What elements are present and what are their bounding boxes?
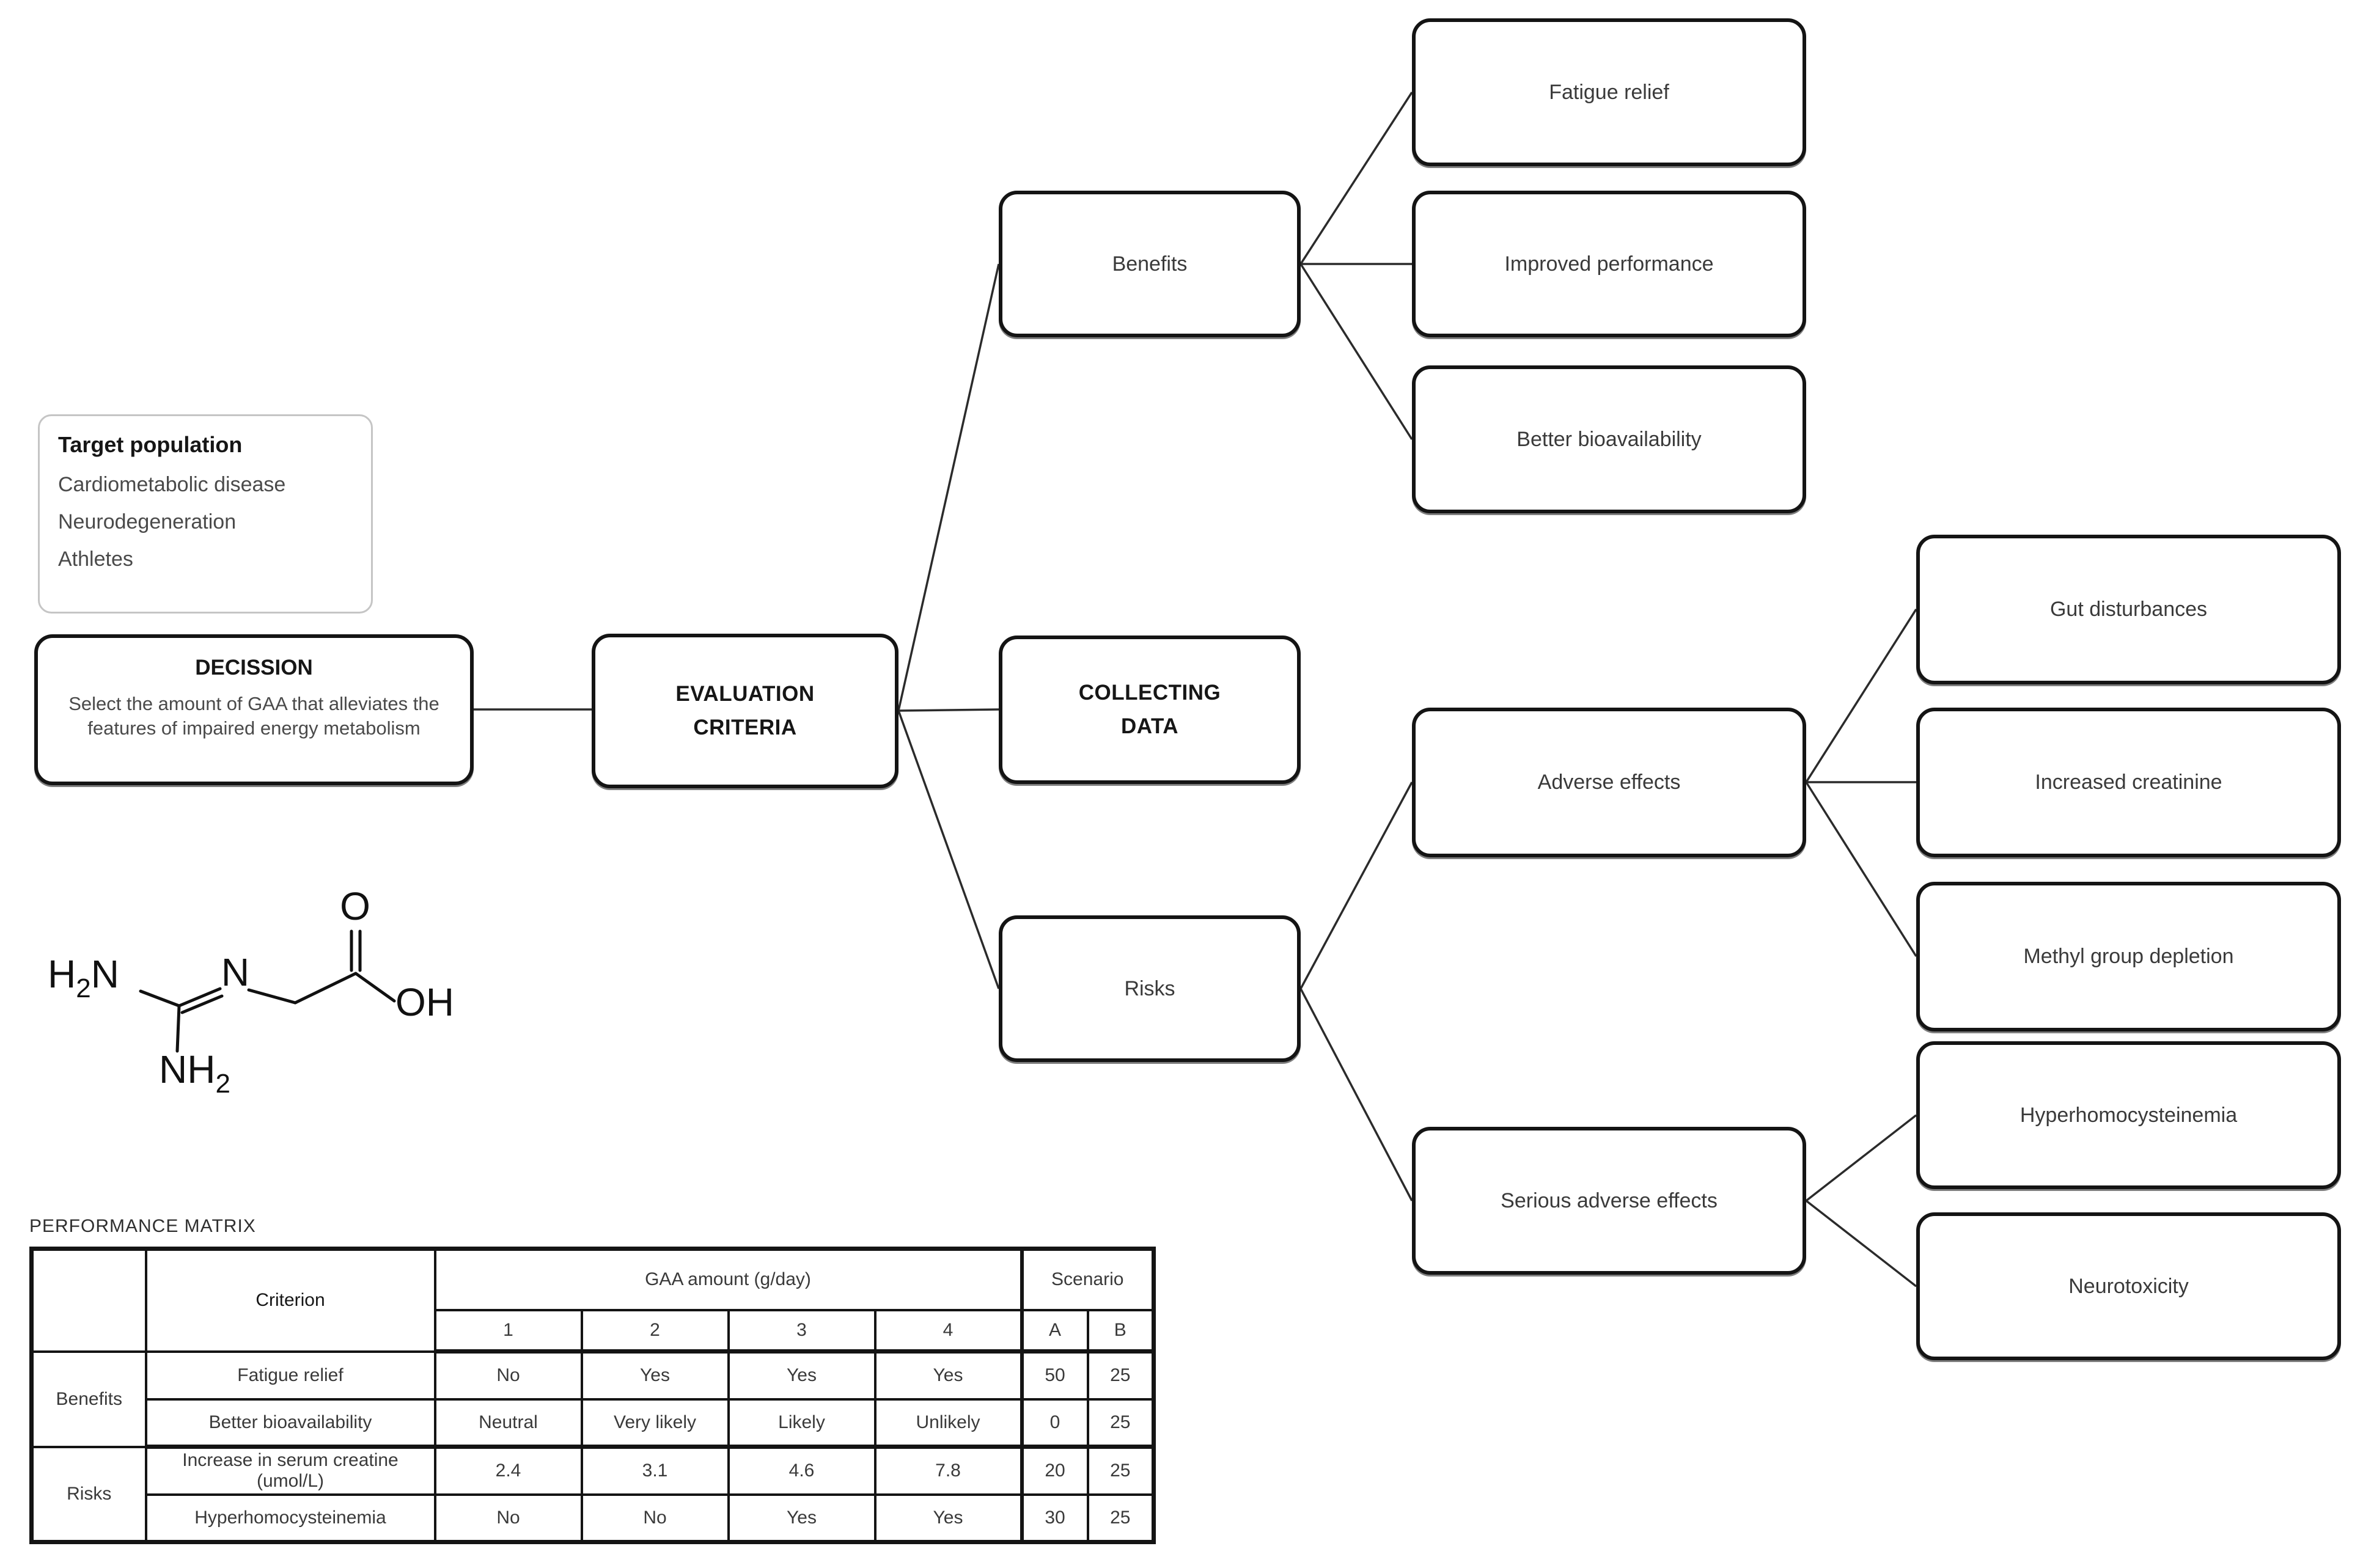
atom-label-h2n: H2N — [48, 952, 119, 1003]
decision-title: DECISSION — [195, 656, 313, 680]
matrix-value-cell: Neutral — [433, 1398, 583, 1449]
fatigue-relief-label: Fatigue relief — [1549, 80, 1669, 104]
matrix-value-cell: Likely — [727, 1398, 876, 1449]
matrix-subheader-scenario: B — [1086, 1308, 1155, 1354]
performance-matrix: Criterion GAA amount (g/day) Scenario 1 … — [29, 1247, 1156, 1544]
gut-disturbances-label: Gut disturbances — [2049, 598, 2208, 621]
matrix-subheader-amount: 3 — [727, 1308, 876, 1354]
matrix-subheader-amount: 1 — [433, 1308, 583, 1354]
performance-matrix-title: PERFORMANCE MATRIX — [29, 1216, 256, 1236]
node-evaluation-criteria: EVALUATION CRITERIA — [592, 634, 899, 788]
node-collecting-data: COLLECTING DATA — [999, 636, 1301, 784]
matrix-subheader-amount: 4 — [873, 1308, 1023, 1354]
matrix-header-criterion: Criterion — [144, 1247, 436, 1353]
node-improved-performance: Improved performance — [1412, 191, 1806, 337]
matrix-value-cell: 25 — [1086, 1398, 1155, 1449]
better-bioavailability-label: Better bioavailability — [1516, 427, 1702, 451]
adverse-effects-label: Adverse effects — [1537, 771, 1681, 794]
target-population-title: Target population — [58, 432, 243, 457]
bond-n-ch2 — [247, 988, 297, 1005]
matrix-criterion-cell: Better bioavailability — [144, 1398, 436, 1449]
matrix-criterion-cell: Hyperhomocysteinemia — [144, 1493, 436, 1544]
node-serious-adverse-effects: Serious adverse effects — [1412, 1127, 1806, 1275]
matrix-value-cell: No — [433, 1350, 583, 1401]
matrix-value-cell: Yes — [580, 1350, 730, 1401]
target-population-item: Athletes — [58, 548, 133, 571]
increased-creatinine-label: Increased creatinine — [2035, 771, 2222, 794]
risks-label: Risks — [1124, 976, 1175, 1000]
target-population-panel: Target population Cardiometabolic diseas… — [38, 414, 373, 614]
node-fatigue-relief: Fatigue relief — [1412, 18, 1806, 166]
matrix-value-cell: 50 — [1020, 1350, 1089, 1401]
matrix-row: Risks Increase in serum creatine (umol/L… — [30, 1445, 1155, 1544]
matrix-value-cell: 25 — [1086, 1445, 1155, 1496]
matrix-header-scenario: Scenario — [1020, 1247, 1155, 1311]
matrix-value-cell: 30 — [1020, 1493, 1089, 1544]
molecule-structure-gaa: H2N N NH2 O OH — [48, 884, 454, 1099]
bond-c-oh — [354, 972, 396, 1003]
atom-label-nh2: NH2 — [159, 1047, 230, 1099]
bond-c-nh2 — [175, 1004, 181, 1053]
matrix-value-cell: Unlikely — [873, 1398, 1023, 1449]
node-increased-creatinine: Increased creatinine — [1916, 708, 2341, 857]
matrix-value-cell: 20 — [1020, 1445, 1089, 1496]
matrix-value-cell: Yes — [873, 1350, 1023, 1401]
node-methyl-group-depletion: Methyl group depletion — [1916, 882, 2341, 1031]
methyl-group-depletion-label: Methyl group depletion — [2023, 945, 2234, 969]
matrix-value-cell: 7.8 — [873, 1445, 1023, 1496]
matrix-value-cell: No — [580, 1493, 730, 1544]
atom-label-o: O — [340, 884, 370, 928]
matrix-value-cell: 25 — [1086, 1493, 1155, 1544]
matrix-subheader-scenario: A — [1020, 1308, 1089, 1354]
matrix-value-cell: 2.4 — [433, 1445, 583, 1496]
matrix-value-cell: Yes — [873, 1493, 1023, 1544]
matrix-header-gaa-amount: GAA amount (g/day) — [433, 1247, 1023, 1311]
matrix-corner-cell — [30, 1247, 147, 1353]
matrix-subheader-amount: 2 — [580, 1308, 730, 1354]
node-decision: DECISSION Select the amount of GAA that … — [34, 634, 474, 785]
matrix-value-cell: Yes — [727, 1350, 876, 1401]
node-hyperhomocysteinemia: Hyperhomocysteinemia — [1916, 1041, 2341, 1189]
serious-adverse-effects-label: Serious adverse effects — [1501, 1189, 1718, 1212]
collecting-data-label: COLLECTING DATA — [1078, 681, 1221, 738]
bond-c-n-double-1 — [177, 987, 222, 1008]
bond-ch2-cooh — [293, 972, 358, 1005]
benefits-label: Benefits — [1112, 252, 1188, 276]
matrix-value-cell: Yes — [727, 1493, 876, 1544]
matrix-value-cell: 3.1 — [580, 1445, 730, 1496]
evaluation-criteria-label: EVALUATION CRITERIA — [675, 682, 815, 739]
node-neurotoxicity: Neurotoxicity — [1916, 1212, 2341, 1360]
bond-h2n-c — [139, 989, 181, 1008]
atom-label-oh: OH — [395, 980, 454, 1024]
neurotoxicity-label: Neurotoxicity — [2068, 1274, 2189, 1298]
node-risks: Risks — [999, 915, 1301, 1062]
matrix-criterion-cell: Fatigue relief — [144, 1350, 436, 1401]
matrix-value-cell: 0 — [1020, 1398, 1089, 1449]
node-better-bioavailability: Better bioavailability — [1412, 365, 1806, 513]
node-gut-disturbances: Gut disturbances — [1916, 535, 2341, 684]
bond-c-n-double-2 — [180, 994, 224, 1014]
matrix-value-cell: 4.6 — [727, 1445, 876, 1496]
matrix-value-cell: Very likely — [580, 1398, 730, 1449]
matrix-group-risks: Risks — [30, 1445, 147, 1544]
matrix-row: Hyperhomocysteinemia No No Yes Yes 30 25 — [32, 1493, 1155, 1544]
matrix-group-benefits: Benefits — [30, 1350, 147, 1448]
improved-performance-label: Improved performance — [1504, 252, 1714, 276]
node-benefits: Benefits — [999, 191, 1301, 337]
target-population-item: Neurodegeneration — [58, 510, 237, 534]
hyperhomocysteinemia-label: Hyperhomocysteinemia — [2019, 1103, 2238, 1127]
matrix-value-cell: 25 — [1086, 1350, 1155, 1401]
node-adverse-effects: Adverse effects — [1412, 708, 1806, 857]
matrix-row: Benefits Fatigue relief No Yes Yes Yes 5… — [30, 1350, 1155, 1448]
matrix-value-cell: No — [433, 1493, 583, 1544]
matrix-row: Better bioavailability Neutral Very like… — [32, 1398, 1155, 1449]
target-population-item: Cardiometabolic disease — [58, 473, 286, 496]
decision-body: Select the amount of GAA that alleviates… — [68, 692, 439, 739]
matrix-criterion-cell: Increase in serum creatine (umol/L) — [144, 1445, 436, 1496]
atom-label-n: N — [221, 950, 249, 994]
performance-matrix-table: Criterion GAA amount (g/day) Scenario 1 … — [29, 1247, 1156, 1544]
